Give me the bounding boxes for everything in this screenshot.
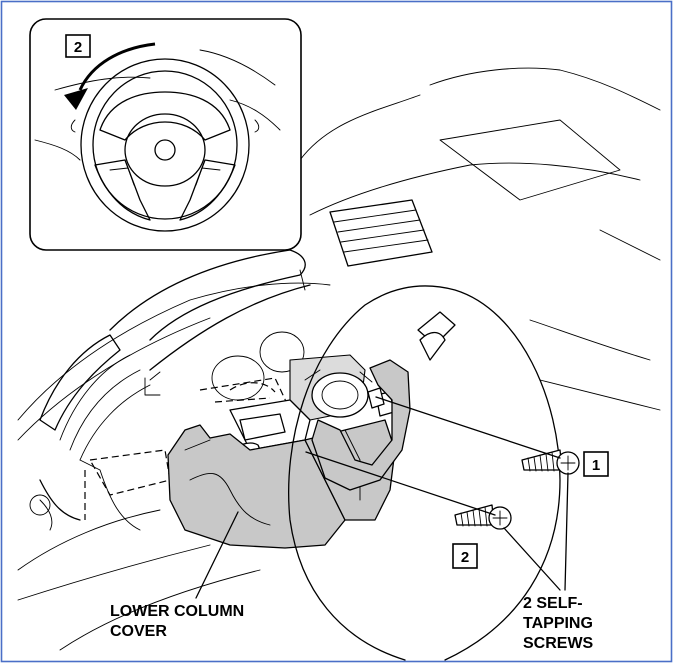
dashboard-outline: [17, 67, 661, 651]
inset-step-number: 2: [74, 39, 82, 56]
cover-label-line2: COVER: [110, 623, 167, 640]
lower-column-cover-label: LOWER COLUMN COVER: [110, 603, 244, 640]
screw-1-callout: 1: [583, 451, 609, 477]
screw-2-number: 2: [461, 549, 469, 566]
self-tapping-screws-label: 2 SELF- TAPPING SCREWS: [523, 595, 594, 652]
screws-label-line2: TAPPING: [523, 615, 593, 632]
cover-label-line1: LOWER COLUMN: [110, 603, 244, 620]
right-dash-vent: [329, 199, 433, 267]
cutaway-circle: [288, 285, 561, 661]
inset-step-badge: 2: [65, 34, 91, 58]
screws-label-line3: SCREWS: [523, 635, 594, 652]
inset-panel: [29, 18, 302, 251]
left-dash-vent: [39, 334, 151, 521]
upper-column-cover: [311, 359, 411, 491]
tapping-screw-1-icon: [521, 449, 580, 475]
steering-wheel-icon: [70, 58, 260, 232]
screws-label-line1: 2 SELF-: [523, 595, 583, 612]
screw-2-callout: 2: [452, 543, 478, 569]
rotation-arrow-icon: [64, 42, 156, 110]
leader-lines: [195, 396, 569, 599]
tapping-screw-2-icon: [454, 504, 512, 530]
screw-1-number: 1: [592, 457, 600, 474]
